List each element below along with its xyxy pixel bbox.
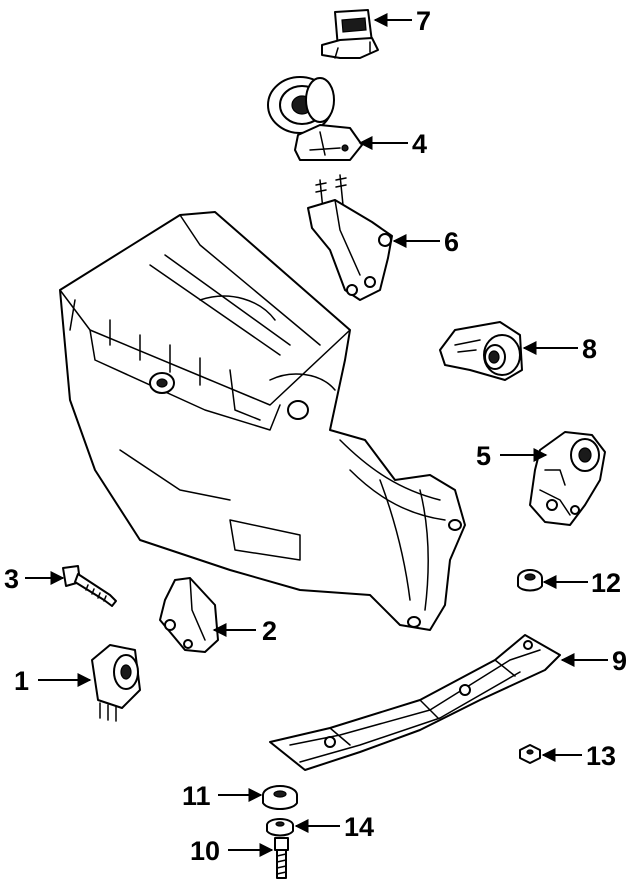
callout-10: 10: [190, 836, 220, 866]
engine-transaxle-assembly: [59, 211, 466, 631]
part-5-mount: [529, 431, 606, 526]
callout-1: 1: [14, 666, 29, 696]
callout-7: 7: [416, 6, 431, 36]
part-8-mount: [439, 321, 523, 381]
callout-labels: 7 4 6 8 5 12 3 2 1 9 13 11 14 10: [4, 6, 627, 866]
part-12-bushing: [517, 569, 543, 592]
callout-11: 11: [182, 781, 211, 811]
part-14-washer: [266, 818, 294, 837]
callout-12: 12: [591, 568, 621, 598]
part-4-mount: [267, 76, 363, 161]
callout-14: 14: [344, 812, 374, 842]
part-10-bolt: [274, 837, 289, 879]
callout-3: 3: [4, 564, 19, 594]
callout-5: 5: [476, 441, 491, 471]
callout-13: 13: [586, 741, 616, 771]
part-2-bracket: [159, 577, 219, 653]
leader-lines: [25, 13, 608, 857]
part-13-nut: [519, 744, 541, 764]
part-3-bolt: [62, 565, 117, 607]
part-9-crossmember: [269, 634, 561, 771]
callout-6: 6: [444, 227, 459, 257]
part-7-bracket: [321, 9, 379, 59]
part-11-bushing: [262, 785, 298, 810]
callout-9: 9: [612, 646, 627, 676]
callout-4: 4: [412, 129, 427, 159]
part-6-bracket: [307, 174, 393, 301]
callout-2: 2: [262, 616, 277, 646]
callout-8: 8: [582, 334, 597, 364]
part-1-mount: [91, 644, 141, 722]
